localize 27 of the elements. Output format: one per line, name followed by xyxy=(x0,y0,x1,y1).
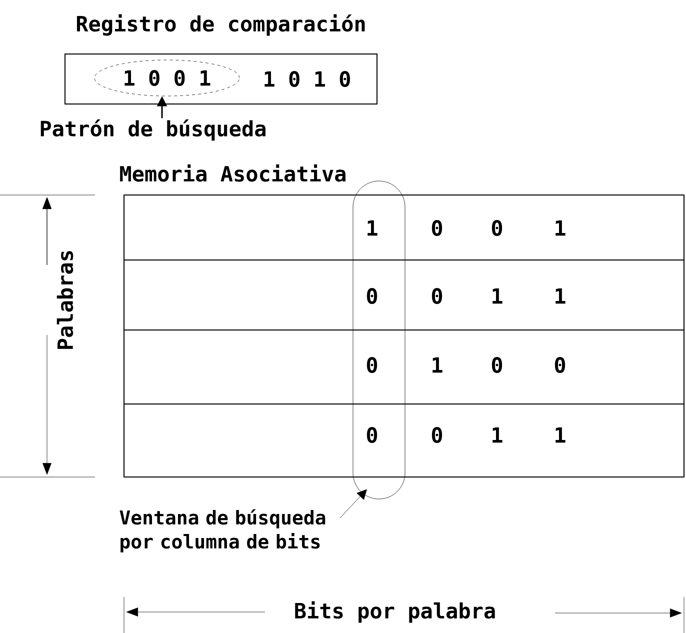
window-label: Ventana de búsqueda por columna de bits xyxy=(120,509,326,552)
bit-value: 0 xyxy=(432,427,442,443)
bit-value: 1 xyxy=(556,288,566,304)
bit-value: 1 xyxy=(368,220,378,236)
heading: Registro de comparación xyxy=(76,14,365,36)
bit-value: 1 xyxy=(492,427,502,443)
bit-value: 0 xyxy=(366,427,378,443)
bit-value: 0 xyxy=(366,357,378,373)
bit-value: 0 xyxy=(492,357,502,373)
bit-value: 1 xyxy=(432,357,442,373)
bit-value: 1 xyxy=(556,220,566,236)
bit-value: 0 xyxy=(492,220,502,236)
bit-value: 0 xyxy=(432,288,442,304)
bit-value: 0 xyxy=(554,357,566,373)
pattern-label: Patrón de búsqueda xyxy=(40,119,266,141)
bit-string: 1 0 1 0 xyxy=(264,71,350,87)
heading: Memoria Asociativa xyxy=(120,164,346,182)
memory-table xyxy=(124,194,684,478)
dimension-label: Palabras xyxy=(56,251,74,349)
arrow xyxy=(340,489,367,518)
register-box xyxy=(64,54,378,104)
bit-value: 1 xyxy=(556,427,566,443)
search-window-outline xyxy=(352,180,406,500)
bit-value: 1 xyxy=(492,288,502,304)
dimension-label: Bits por palabra xyxy=(295,601,495,623)
bit-value: 0 xyxy=(366,288,378,304)
bit-value: 0 xyxy=(432,220,442,236)
